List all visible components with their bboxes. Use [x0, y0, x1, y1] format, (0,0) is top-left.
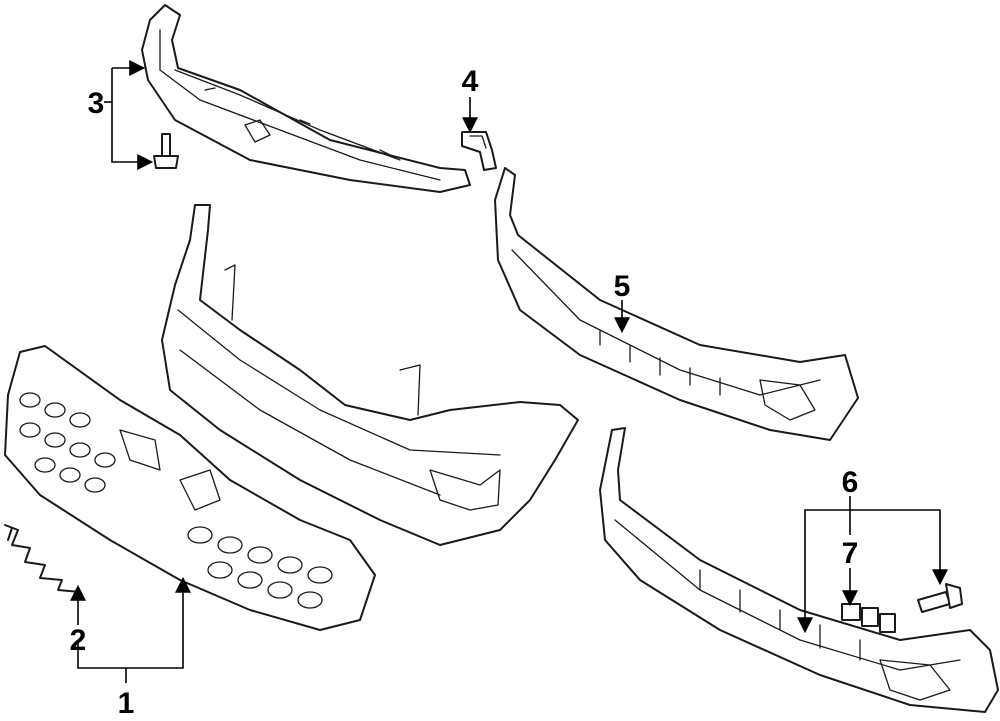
part-4-bracket: [461, 131, 497, 171]
part-6-screw: [917, 583, 963, 613]
part-3-bolt: [153, 133, 179, 169]
part-3-upper-absorber: [141, 4, 471, 193]
callout-1: 1: [118, 687, 135, 720]
callout-3: 3: [88, 87, 105, 120]
callout-2: 2: [70, 624, 87, 657]
front-bumper-cover: [161, 204, 579, 546]
callout-6: 6: [842, 466, 859, 499]
part-7-clips: [841, 603, 896, 633]
part-2-wire-bracket: [4, 524, 81, 593]
part-1-grille: [4, 345, 376, 631]
callout-4: 4: [462, 65, 479, 98]
leader-lines: [70, 60, 948, 683]
callout-7: 7: [842, 537, 859, 570]
lower-lip-cover: [599, 427, 999, 713]
callout-5: 5: [614, 270, 631, 303]
part-5-lower-cover: [494, 167, 859, 441]
